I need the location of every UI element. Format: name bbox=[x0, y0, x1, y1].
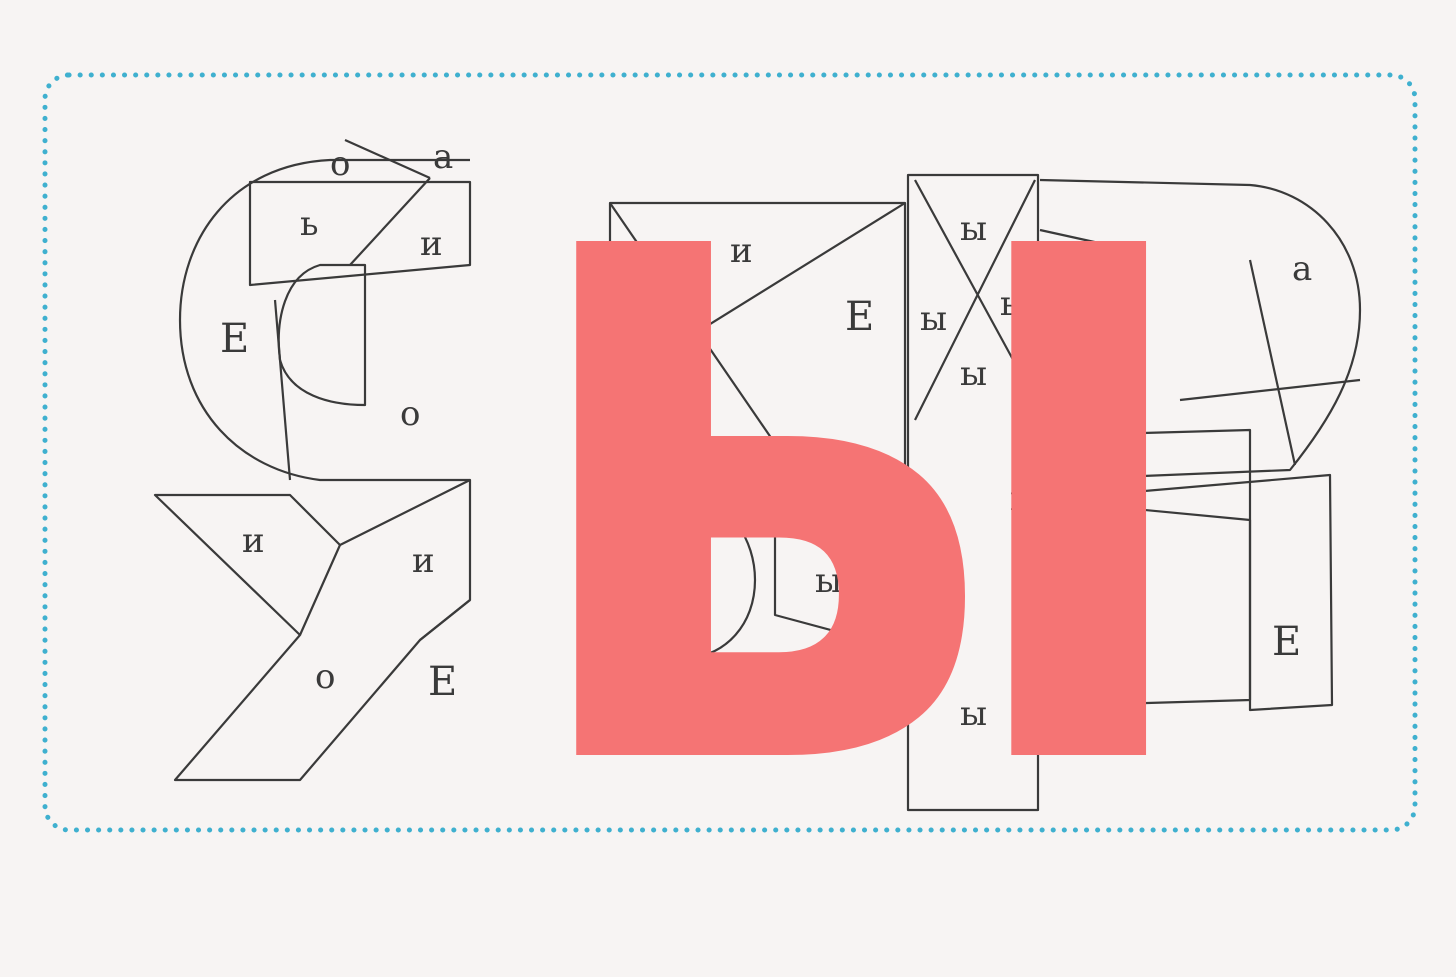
letter: ь bbox=[300, 204, 319, 244]
letter: о bbox=[330, 144, 350, 184]
x-bottom-lines bbox=[300, 545, 470, 640]
overlay-letter-y: ы bbox=[516, 60, 1205, 800]
letter: Е bbox=[1272, 619, 1301, 665]
letter: а bbox=[433, 137, 453, 177]
x-bottom bbox=[155, 480, 470, 780]
letter: а bbox=[1292, 249, 1312, 289]
diagonal-top bbox=[345, 140, 430, 265]
letter: и bbox=[242, 521, 265, 561]
inner-line bbox=[275, 300, 290, 480]
puzzle-page: о а ь и Е о и ь Е ь ы ы ы ы ь а и и и о … bbox=[0, 0, 1456, 850]
letter: о bbox=[315, 657, 335, 697]
half-circle bbox=[279, 265, 365, 405]
letter: Е bbox=[428, 659, 457, 705]
letter: и bbox=[420, 224, 443, 264]
letter: о bbox=[400, 394, 420, 434]
letter: Е bbox=[220, 316, 249, 362]
letter: и bbox=[412, 541, 435, 581]
